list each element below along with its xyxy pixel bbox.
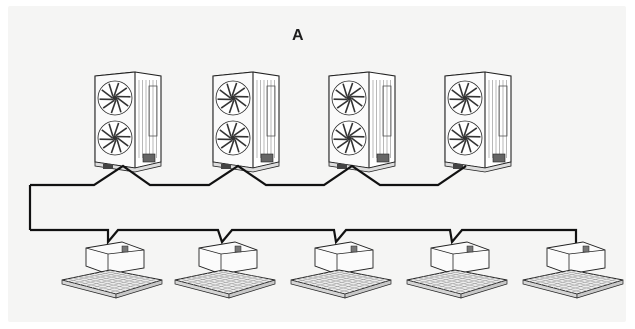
indoor-unit-4 [406, 241, 508, 299]
indoor-unit-5 [522, 241, 624, 299]
indoor-header-pipe [30, 228, 578, 246]
indoor-unit-1 [61, 241, 163, 299]
indoor-unit-3 [290, 241, 392, 299]
outdoor-unit-4 [444, 71, 512, 173]
outdoor-unit-3 [328, 71, 396, 173]
diagram-label: A [291, 27, 305, 44]
indoor-unit-2 [174, 241, 276, 299]
outdoor-unit-2 [212, 71, 280, 173]
outdoor-unit-1 [94, 71, 162, 173]
outdoor-header-pipe [30, 164, 467, 187]
